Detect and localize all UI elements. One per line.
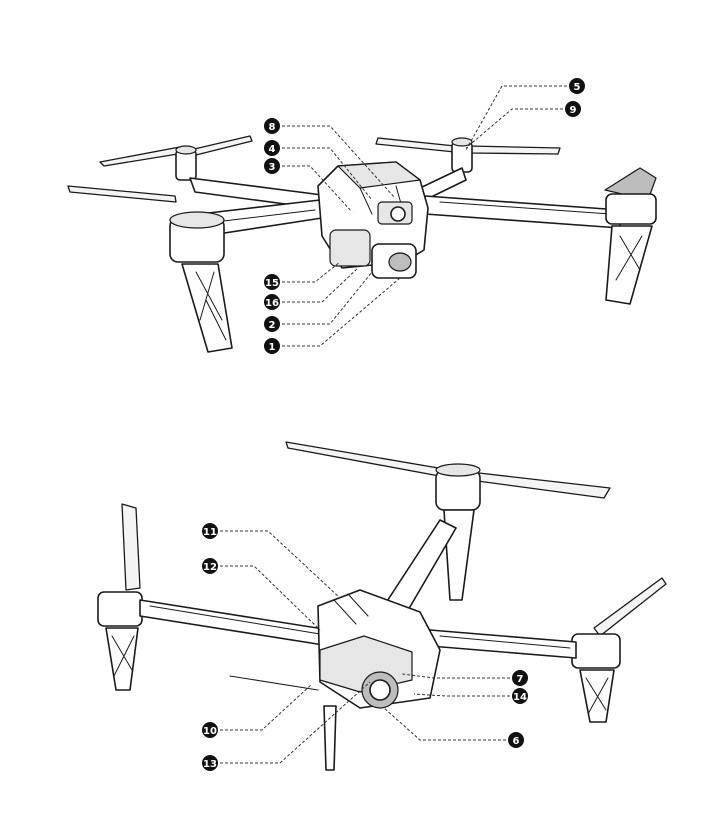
callout-4: 4: [264, 140, 280, 156]
callout-5: 5: [569, 78, 585, 94]
svg-text:6: 6: [513, 736, 520, 747]
motor-rear-left: [175, 145, 197, 181]
propeller-rear-left: [99, 135, 253, 167]
svg-text:14: 14: [513, 692, 527, 703]
callout-6: 6: [508, 732, 524, 748]
arm-bottom-left: [139, 599, 331, 647]
callout-12: 12: [202, 558, 218, 574]
drone-body-bottom: [317, 589, 441, 709]
arm-rear-right: [419, 167, 467, 201]
drone-top-view: [67, 135, 657, 353]
svg-text:16: 16: [265, 298, 279, 309]
callout-7: 7: [512, 670, 528, 686]
svg-text:10: 10: [203, 726, 217, 737]
callout-13: 13: [202, 755, 218, 771]
svg-text:8: 8: [269, 122, 276, 133]
motor-front-left: [169, 211, 233, 353]
landing-leg: [323, 705, 337, 771]
arm-front-right: [424, 195, 621, 229]
svg-text:15: 15: [265, 278, 279, 289]
svg-text:3: 3: [269, 162, 276, 173]
callout-15: 15: [264, 274, 280, 290]
motor-rear-right: [451, 137, 473, 173]
propeller-bottom-rear: [285, 441, 611, 601]
svg-text:9: 9: [570, 105, 577, 116]
propeller-bottom-right: [571, 577, 667, 723]
gimbal-camera: [329, 229, 417, 279]
callout-11: 11: [202, 523, 218, 539]
svg-text:2: 2: [269, 320, 276, 331]
callout-16: 16: [264, 294, 280, 310]
antenna: [229, 675, 319, 691]
callout-10: 10: [202, 722, 218, 738]
callout-14: 14: [512, 688, 528, 704]
svg-text:12: 12: [203, 562, 217, 573]
svg-text:4: 4: [269, 144, 276, 155]
callout-8: 8: [264, 118, 280, 134]
svg-text:11: 11: [203, 527, 217, 538]
callout-2: 2: [264, 316, 280, 332]
svg-text:1: 1: [269, 342, 276, 353]
callout-1: 1: [264, 338, 280, 354]
motor-front-right: [604, 167, 657, 305]
propeller-bottom-left: [97, 503, 143, 691]
callout-3: 3: [264, 158, 280, 174]
drone-bottom-view: [97, 441, 667, 771]
propeller-front-left: [67, 185, 177, 203]
svg-text:7: 7: [517, 674, 524, 685]
callout-9: 9: [565, 101, 581, 117]
arm-bottom-right: [429, 629, 577, 659]
svg-text:13: 13: [203, 759, 217, 770]
svg-text:5: 5: [574, 82, 581, 93]
